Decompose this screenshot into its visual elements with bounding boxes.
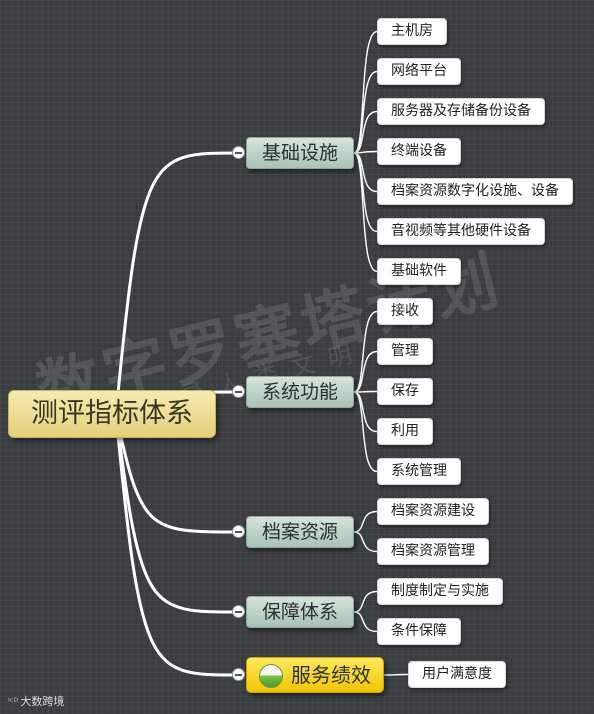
leaf-preserve[interactable]: 保存 bbox=[377, 378, 433, 405]
brand-logo-text: 大数跨境 bbox=[20, 695, 65, 708]
branch-archive-resources[interactable]: 档案资源 bbox=[246, 516, 354, 548]
leaf-connector bbox=[353, 590, 378, 613]
leaf-connector bbox=[353, 350, 378, 393]
collapse-toggle-system-functions[interactable] bbox=[232, 385, 245, 398]
leaf-system-management[interactable]: 系统管理 bbox=[377, 458, 461, 485]
leaf-digitization-equipment[interactable]: 档案资源数字化设施、设备 bbox=[377, 178, 573, 205]
root-connector bbox=[114, 412, 240, 677]
leaf-terminal-devices[interactable]: 终端设备 bbox=[377, 138, 461, 165]
leaf-connector bbox=[353, 531, 378, 553]
leaf-receive[interactable]: 接收 bbox=[377, 298, 433, 325]
root-connector bbox=[114, 412, 240, 534]
collapse-toggle-service-performance[interactable] bbox=[232, 668, 245, 681]
branch-system-functions[interactable]: 系统功能 bbox=[246, 376, 354, 408]
collapse-toggle-support-system[interactable] bbox=[232, 605, 245, 618]
leaf-connector bbox=[353, 310, 378, 393]
leaf-connector bbox=[353, 391, 378, 473]
leaf-user-satisfaction[interactable]: 用户满意度 bbox=[408, 661, 506, 688]
leaf-connector bbox=[353, 30, 378, 154]
collapse-toggle-infrastructure[interactable] bbox=[232, 146, 245, 159]
leaf-connector bbox=[353, 70, 378, 154]
leaf-archive-management[interactable]: 档案资源管理 bbox=[377, 538, 489, 565]
leaf-machine-room[interactable]: 主机房 bbox=[377, 18, 447, 45]
branch-service-performance-label: 服务绩效 bbox=[291, 663, 371, 687]
leaf-condition-support[interactable]: 条件保障 bbox=[377, 618, 461, 645]
leaf-basic-software[interactable]: 基础软件 bbox=[377, 258, 461, 285]
branch-infrastructure[interactable]: 基础设施 bbox=[246, 137, 354, 169]
leaf-connector bbox=[353, 152, 378, 233]
leaf-connector bbox=[353, 510, 378, 533]
collapse-toggle-archive-resources[interactable] bbox=[232, 525, 245, 538]
leaf-policy-implementation[interactable]: 制度制定与实施 bbox=[377, 578, 503, 605]
branch-support-system[interactable]: 保障体系 bbox=[246, 596, 354, 628]
leaf-network-platform[interactable]: 网络平台 bbox=[377, 58, 461, 85]
brand-logo-mark: ᴵᶜᴰ bbox=[8, 697, 19, 708]
leaf-manage[interactable]: 管理 bbox=[377, 338, 433, 365]
leaf-connector bbox=[353, 391, 378, 433]
performance-progress-icon bbox=[259, 664, 283, 688]
leaf-connector bbox=[383, 673, 409, 676]
branch-service-performance[interactable]: 服务绩效 bbox=[246, 657, 384, 693]
leaf-connector bbox=[353, 390, 378, 393]
leaf-connector bbox=[353, 152, 378, 273]
leaf-connector bbox=[353, 110, 378, 154]
leaf-server-storage[interactable]: 服务器及存储备份设备 bbox=[377, 98, 545, 125]
root-connector bbox=[114, 412, 240, 614]
root-connector bbox=[114, 151, 240, 416]
root-node[interactable]: 测评指标体系 bbox=[8, 390, 216, 438]
leaf-av-hardware[interactable]: 音视频等其他硬件设备 bbox=[377, 218, 545, 245]
leaf-connector bbox=[353, 611, 378, 633]
leaf-archive-construction[interactable]: 档案资源建设 bbox=[377, 498, 489, 525]
leaf-utilize[interactable]: 利用 bbox=[377, 418, 433, 445]
